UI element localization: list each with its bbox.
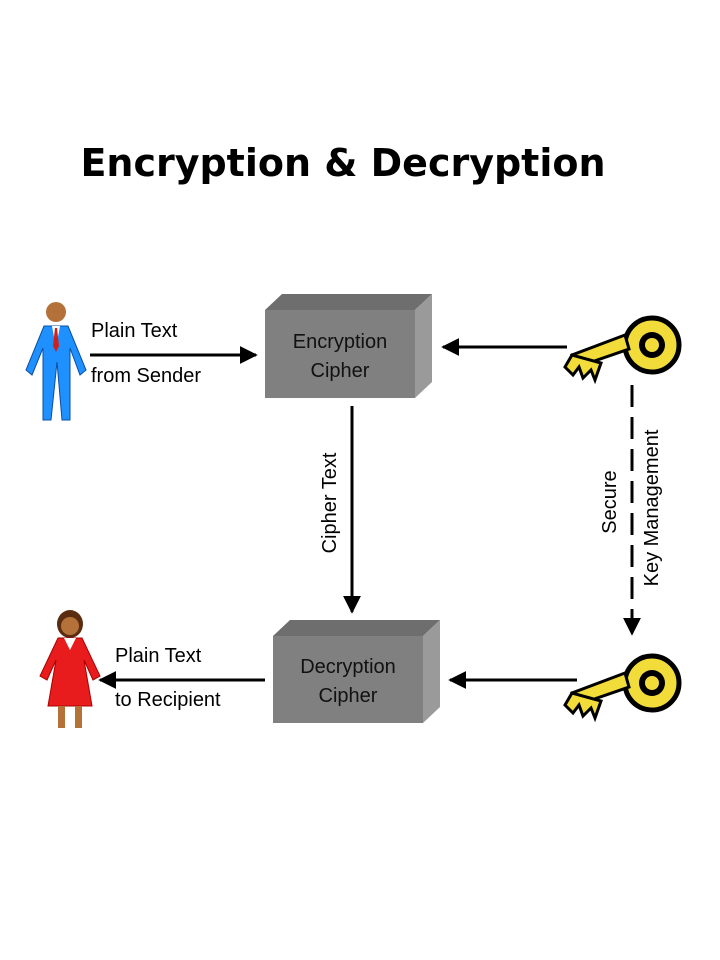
woman-icon [39, 610, 101, 728]
encryption-cipher-label-line1: Encryption [293, 331, 388, 353]
page-title: Encryption & Decryption [80, 141, 605, 185]
man-icon [25, 302, 87, 421]
recipient-label-line2: to Recipient [115, 689, 221, 711]
key-management-label-line1: Secure [599, 470, 621, 533]
decryption-cipher-label-line1: Decryption [300, 656, 396, 678]
key-management-label-line2: Key Management [641, 429, 663, 586]
decryption-cipher-label-line2: Cipher [319, 685, 378, 707]
key-icon [565, 318, 679, 380]
decryption-cipher-box: Decryption Cipher [273, 620, 440, 723]
sender-label-line2: from Sender [91, 365, 201, 387]
encryption-cipher-box: Encryption Cipher [265, 294, 432, 398]
cipher-text-label: Cipher Text [319, 452, 341, 553]
recipient-label-line1: Plain Text [115, 645, 202, 667]
encryption-cipher-label-line2: Cipher [311, 360, 370, 382]
key-icon [565, 656, 679, 718]
sender-label-line1: Plain Text [91, 320, 178, 342]
